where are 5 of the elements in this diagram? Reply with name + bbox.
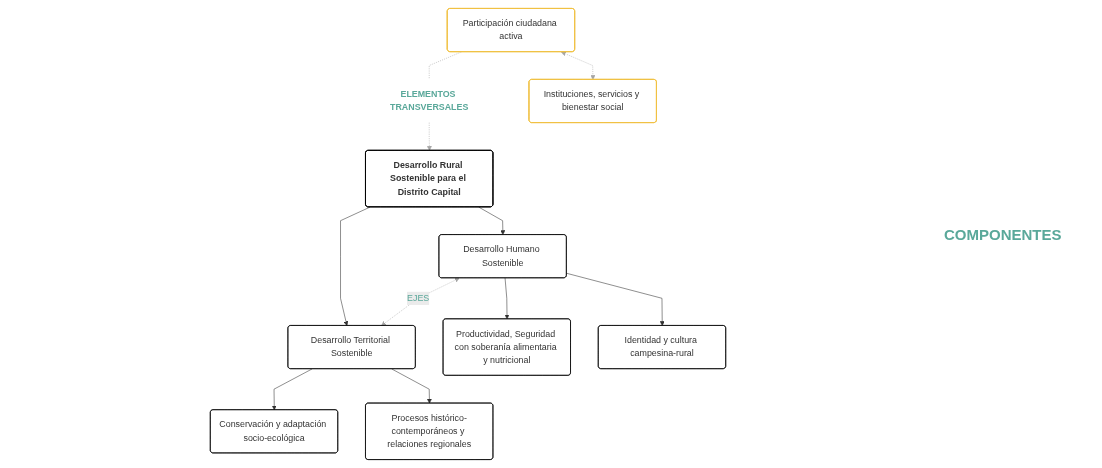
arrow: [381, 277, 460, 326]
section-label: COMPONENTES: [944, 225, 1063, 243]
edge-label: EJES: [407, 293, 430, 303]
connector: [428, 51, 462, 80]
node-text: ELEMENTOS TRANSVERSALES: [390, 89, 469, 113]
